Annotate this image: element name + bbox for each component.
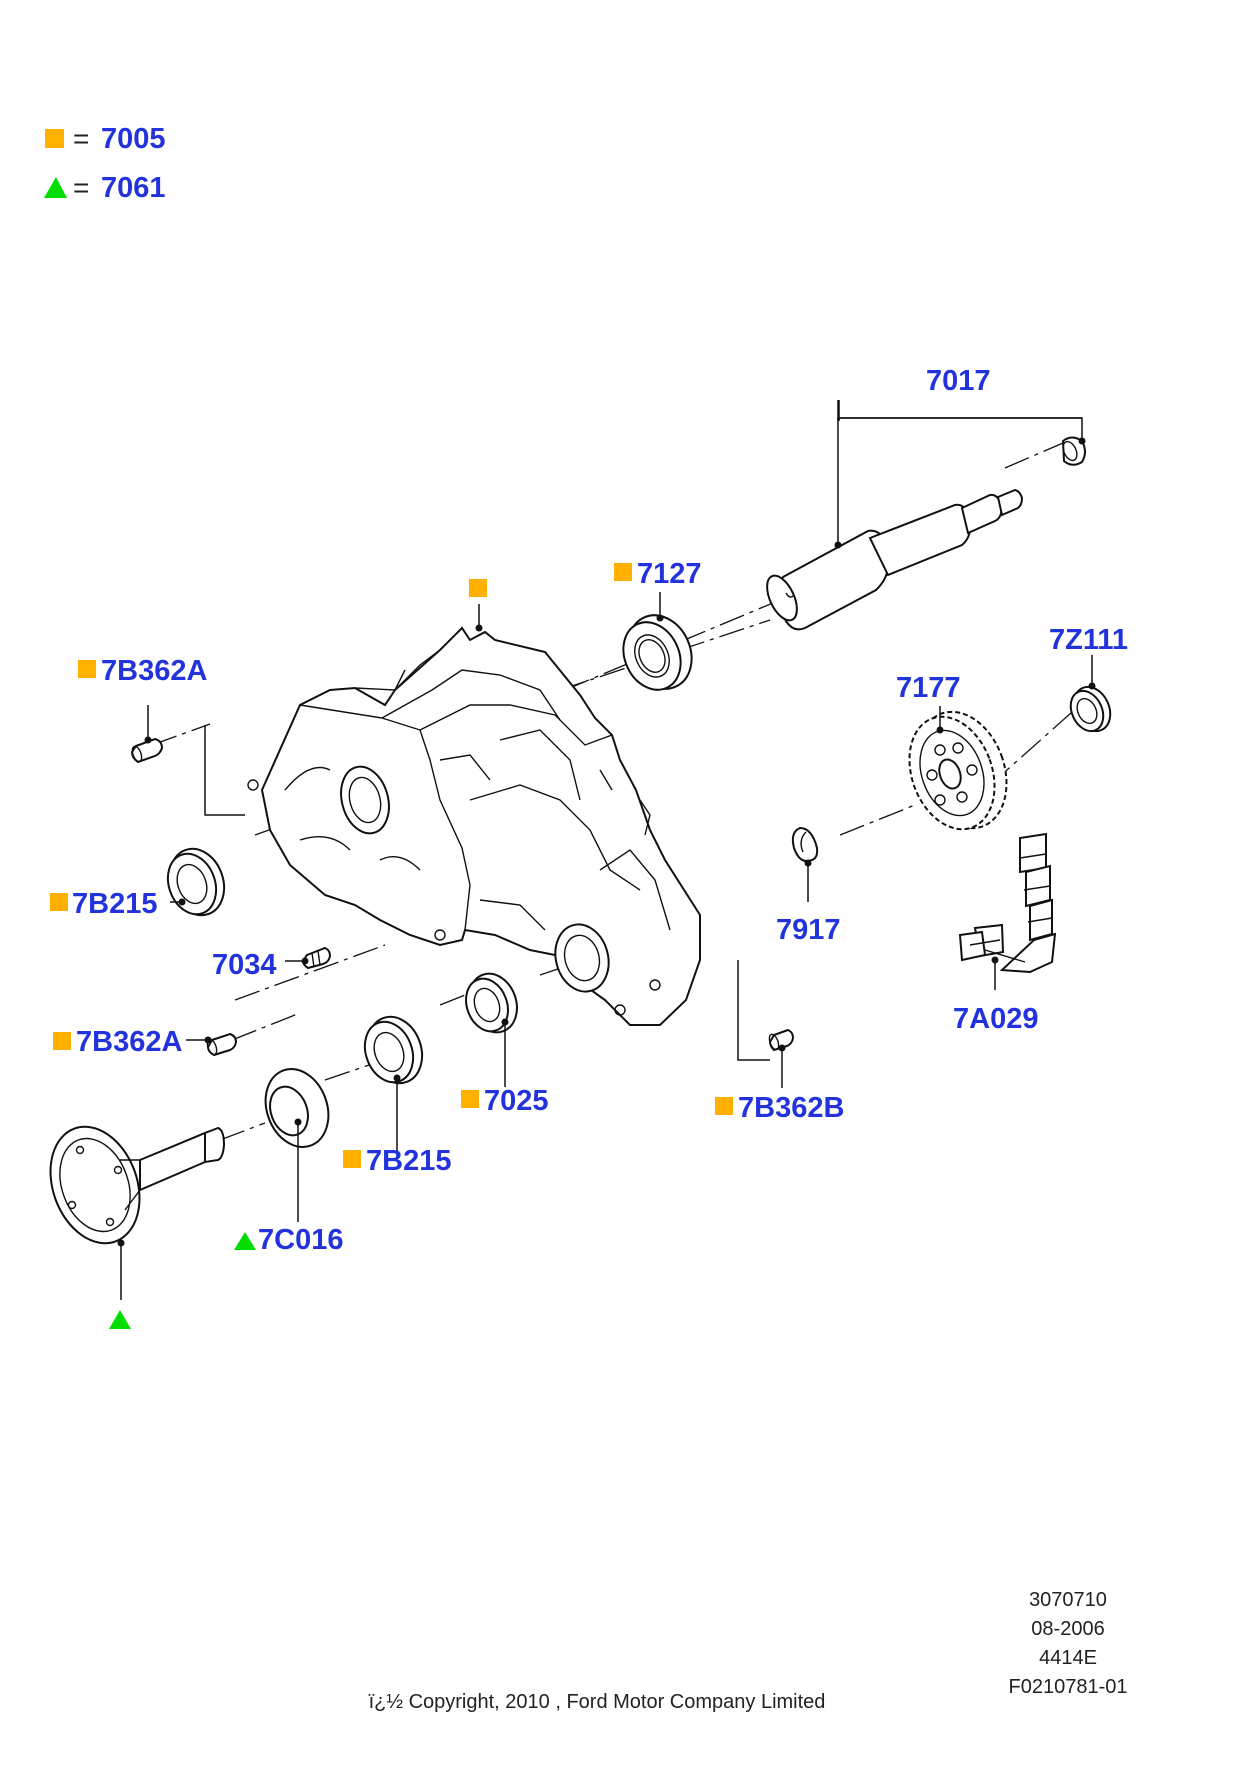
marker-square-7b362a-low <box>53 1032 71 1050</box>
marker-square-7b215-low <box>343 1150 361 1168</box>
callouts: 7017 7127 7Z111 7177 7B362A 7B215 7034 7… <box>50 365 1128 1329</box>
marker-square-7b362a-top <box>78 660 96 678</box>
deflector-7c016 <box>264 1068 330 1148</box>
footer-code-1: 3070710 <box>1029 1589 1107 1611</box>
callout-7b215-left: 7B215 <box>72 888 157 920</box>
shaft-7017 <box>766 436 1086 631</box>
footer-copyright: ï¿½ Copyright, 2010 , Ford Motor Company… <box>369 1691 826 1713</box>
callout-7917: 7917 <box>776 914 841 946</box>
ring-7z111 <box>1069 685 1112 733</box>
dowel-pin-7b362b <box>768 1028 795 1052</box>
callout-7c016: 7C016 <box>258 1224 343 1256</box>
leader-lines <box>117 400 1096 1300</box>
legend-square-marker <box>45 129 64 148</box>
callout-7b362a-low: 7B362A <box>76 1026 182 1058</box>
legend-equals-2: = <box>73 172 89 203</box>
callout-7017: 7017 <box>926 365 991 397</box>
marker-triangle-output-flange <box>109 1310 131 1329</box>
chain-7a029 <box>958 832 1057 974</box>
callout-7z111: 7Z111 <box>1049 624 1128 656</box>
callout-7025: 7025 <box>484 1085 549 1117</box>
callout-7a029: 7A029 <box>953 1003 1038 1035</box>
dowel-pin-7b362a-top <box>130 737 164 764</box>
legend-equals-1: = <box>73 123 89 154</box>
gear-7177 <box>908 710 1008 831</box>
marker-square-7025 <box>461 1090 479 1108</box>
plug-7034 <box>301 946 332 970</box>
marker-square-7127 <box>614 563 632 581</box>
footer-code-4: F0210781-01 <box>1009 1676 1128 1698</box>
marker-square-7b362b <box>715 1097 733 1115</box>
footer: 3070710 08-2006 4414E F0210781-01 ï¿½ Co… <box>369 1589 1128 1713</box>
marker-square-7b215-left <box>50 893 68 911</box>
callout-7b215-low: 7B215 <box>366 1145 451 1177</box>
footer-code-3: 4414E <box>1039 1647 1097 1669</box>
seal-7b215-left <box>166 847 226 917</box>
marker-square-housing <box>469 579 487 597</box>
callout-7127: 7127 <box>637 558 702 590</box>
bearing-7127 <box>622 614 693 691</box>
footer-code-2: 08-2006 <box>1031 1618 1104 1640</box>
legend-code-7061: 7061 <box>101 172 166 204</box>
seal-7025 <box>465 972 518 1034</box>
seal-7b215-low <box>363 1015 424 1085</box>
callout-7b362a-top: 7B362A <box>101 655 207 687</box>
snap-ring-7917 <box>791 826 819 863</box>
callout-7034: 7034 <box>212 949 277 981</box>
marker-triangle-7c016 <box>234 1232 256 1250</box>
legend: = 7005 = 7061 <box>44 123 166 204</box>
legend-triangle-marker <box>44 177 67 198</box>
legend-code-7005: 7005 <box>101 123 166 155</box>
callout-7b362b: 7B362B <box>738 1092 844 1124</box>
output-flange-shaft <box>49 1125 226 1245</box>
transfer-case-housing <box>247 626 701 1026</box>
callout-7177: 7177 <box>896 672 961 704</box>
